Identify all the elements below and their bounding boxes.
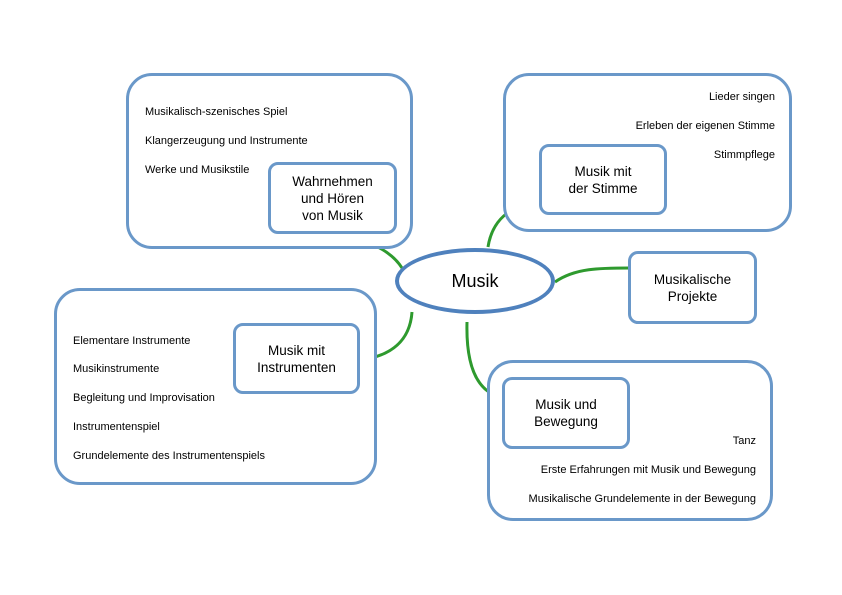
item-elementare-instrumente: Elementare Instrumente <box>73 335 191 347</box>
topic-instrumente[interactable]: Musik mit Instrumenten <box>233 323 360 394</box>
item-grundelemente-des-instrumentenspiels: Grundelemente des Instrumentenspiels <box>73 450 265 462</box>
item-instrumentenspiel: Instrumentenspiel <box>73 421 160 433</box>
item-erleben-der-eigenen-stimme: Erleben der eigenen Stimme <box>635 120 775 132</box>
center-label: Musik <box>451 270 499 291</box>
item-erste-erfahrungen: Erste Erfahrungen mit Musik und Bewegung <box>540 464 756 476</box>
item-musikinstrumente: Musikinstrumente <box>73 363 160 375</box>
connector-projekte <box>554 266 631 284</box>
item-lieder-singen: Lieder singen <box>708 91 775 103</box>
topic-bewegung[interactable]: Musik und Bewegung <box>502 377 630 449</box>
center-node[interactable]: Musik <box>395 248 555 314</box>
item-begleitung-und-improvisation: Begleitung und Improvisation <box>73 392 215 404</box>
topic-projekte[interactable]: Musikalische Projekte <box>628 251 757 324</box>
item-musikalisch-szenisches-spiel: Musikalisch-szenisches Spiel <box>145 106 288 118</box>
item-werke-und-musikstile: Werke und Musikstile <box>145 164 250 176</box>
item-tanz: Tanz <box>732 435 756 447</box>
item-stimmpflege: Stimmpflege <box>713 149 775 161</box>
item-klangerzeugung-und-instrumente: Klangerzeugung und Instrumente <box>145 135 308 147</box>
item-musikalische-grundelemente: Musikalische Grundelemente in der Bewegu… <box>528 493 756 505</box>
topic-wahrnehmen[interactable]: Wahrnehmen und Hören von Musik <box>268 162 397 234</box>
topic-stimme[interactable]: Musik mit der Stimme <box>539 144 667 215</box>
